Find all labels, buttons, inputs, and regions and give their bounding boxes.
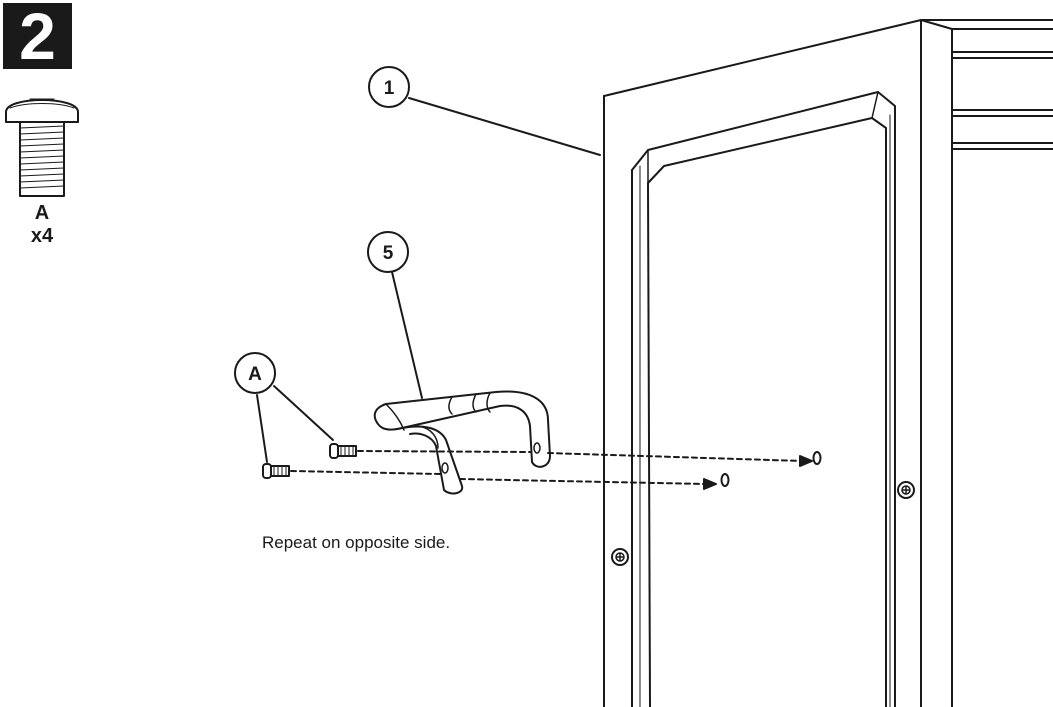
callout-5-label: 5 (383, 243, 394, 264)
handle-part-5 (373, 390, 551, 495)
assembly-path-lower (290, 470, 730, 490)
leader-line-a-upper (273, 385, 334, 441)
leader-line-5 (391, 271, 423, 399)
callout-1: 1 (368, 66, 410, 108)
cabinet-part-1 (603, 19, 1053, 707)
leader-line-a-lower (256, 394, 268, 463)
screw-a-lower (262, 463, 290, 479)
callout-1-label: 1 (384, 78, 395, 99)
leader-line-1 (408, 97, 601, 156)
callout-5: 5 (367, 231, 409, 273)
screw-icon (5, 98, 79, 197)
step-number-badge: 2 (3, 3, 72, 69)
hardware-letter: A (34, 202, 50, 224)
callout-a: A (234, 352, 276, 394)
screw-a-upper (329, 443, 357, 459)
assembly-path-upper (357, 450, 822, 467)
callout-a-label: A (248, 364, 262, 385)
door-screw-left (611, 548, 629, 566)
instruction-text: Repeat on opposite side. (262, 533, 451, 552)
hardware-quantity: x4 (30, 225, 54, 247)
door-screw-right (897, 481, 915, 499)
